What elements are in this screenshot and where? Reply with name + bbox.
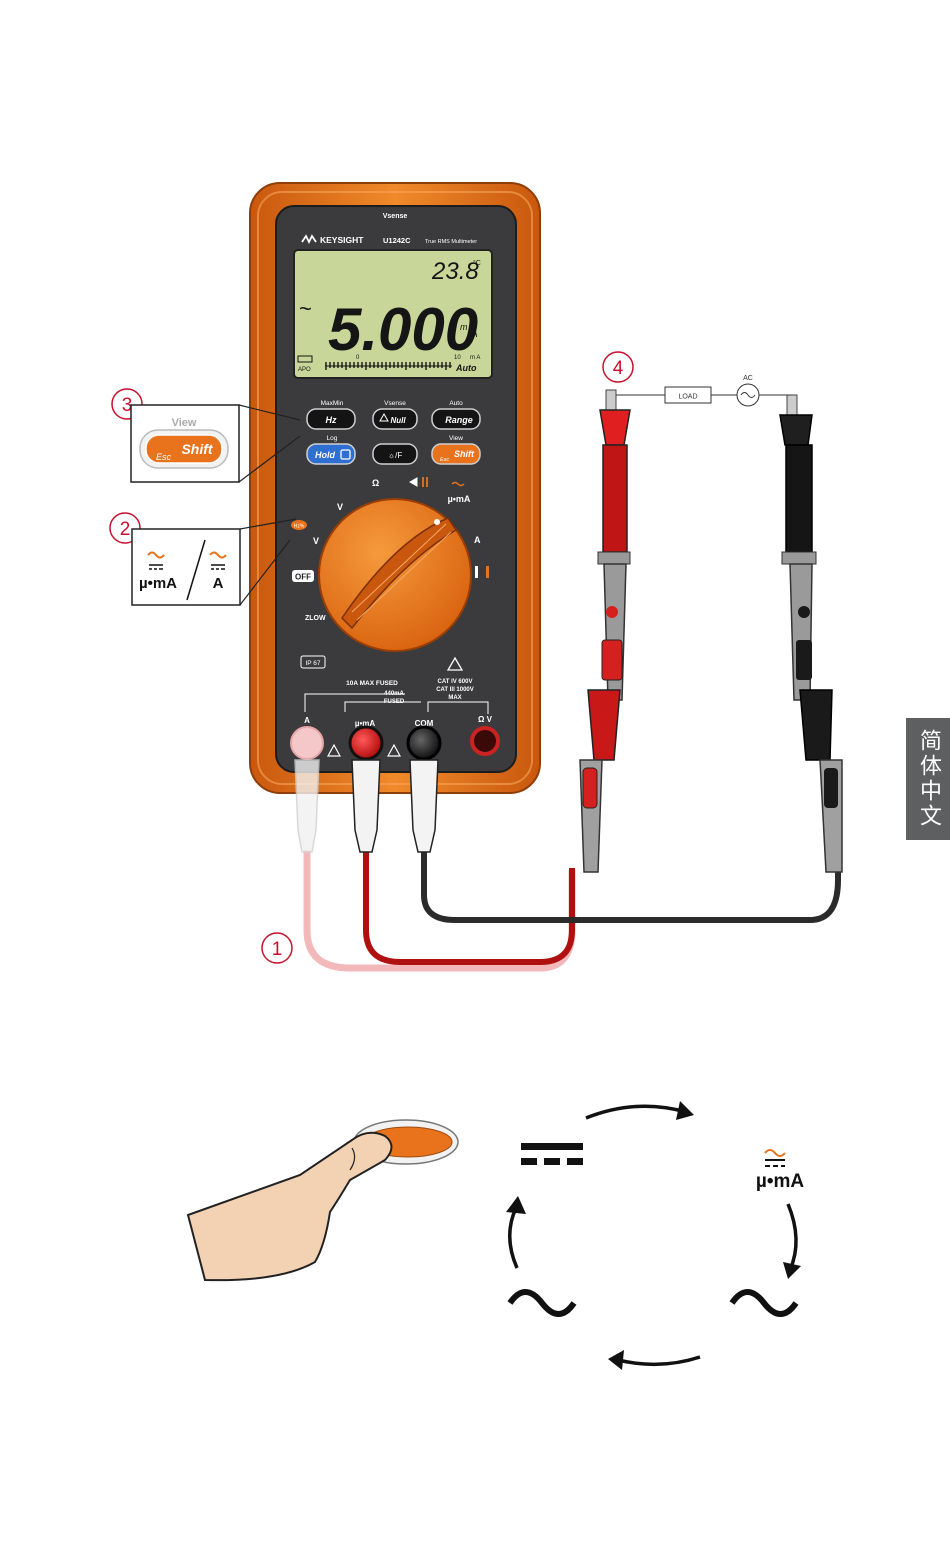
inset2-uma-label: µ•mA (139, 575, 177, 592)
cycle-uma-label: µ•mA (756, 1171, 804, 1192)
shift-esc-label: Esc (440, 457, 449, 463)
test-lead-wires (307, 850, 838, 968)
ac-label: AC (743, 375, 753, 382)
model-subtitle: True RMS Multimeter (425, 239, 477, 245)
mode-cycle-diagram: µ•mA (506, 1101, 804, 1370)
rotary-switch[interactable] (319, 499, 471, 651)
lcd-bar-end: 10 (454, 355, 461, 361)
load-circuit: LOAD AC (616, 375, 792, 406)
dial-pointer (434, 519, 440, 525)
com-jack-black[interactable] (408, 727, 440, 759)
callout-1-number: 1 (272, 939, 283, 960)
hz-pct-label: Hz% (294, 524, 305, 530)
terminal-ohmv-label: Ω V (478, 715, 493, 724)
language-tab-label: 简体中文 (912, 729, 944, 829)
callout-1: 1 (262, 933, 292, 963)
brand-name: KEYSIGHT (320, 235, 364, 245)
range-button-label: Range (445, 415, 473, 425)
inset2-a-label: A (213, 575, 224, 592)
lcd-apo: APO (298, 367, 311, 373)
vsense-top-label: Vsense (383, 213, 408, 220)
cycle-arrow-right (788, 1204, 796, 1270)
null-button[interactable]: Null (373, 409, 417, 429)
auto-label: Auto (449, 400, 463, 407)
shift-button[interactable]: Esc Shift (432, 444, 480, 464)
terminal-a-label: A (304, 716, 310, 725)
dial-mv-label: V (337, 502, 343, 512)
fused-10a-label: 10A MAX FUSED (346, 680, 398, 687)
cycle-arrow-left (510, 1208, 517, 1268)
range-button[interactable]: Range (432, 409, 480, 429)
lcd-sub-unit: °C (473, 259, 481, 267)
inset3-shift-label: Shift (181, 441, 213, 457)
multimeter: Vsense KEYSIGHT U1242C True RMS Multimet… (250, 183, 540, 793)
red-probe (580, 390, 630, 872)
shift-button-label: Shift (454, 449, 475, 459)
cat-iv-label: CAT IV 600V (438, 679, 473, 685)
maxmin-label: MaxMin (321, 400, 344, 407)
dial-off-label: OFF (295, 573, 311, 582)
cycle-arrow-bottom (618, 1357, 700, 1364)
language-tab[interactable]: 简体中文 (906, 718, 950, 840)
backlight-button[interactable]: ☼/F (373, 444, 417, 464)
dc-symbol (521, 1143, 583, 1165)
lcd-ac-symbol: ~ (299, 296, 312, 321)
a-jack-faded[interactable] (291, 727, 323, 759)
black-probe (780, 395, 842, 872)
uma-jack-red[interactable] (350, 727, 382, 759)
test-lead-plugs (295, 760, 438, 852)
callout-4: 4 (603, 352, 633, 382)
ohmv-jack[interactable] (472, 728, 498, 754)
load-label: LOAD (678, 394, 697, 401)
lcd-display: 23.8 °C ~ 5.000 m A 0 10 m A APO Auto (294, 250, 492, 378)
pointing-hand (188, 1133, 392, 1280)
lcd-unit-prefix: m (460, 322, 468, 332)
dial-ohm-label: Ω (372, 478, 379, 488)
ac-symbol-right (732, 1292, 796, 1314)
max-label: MAX (448, 695, 461, 701)
callout-2-number: 2 (120, 519, 131, 540)
log-label: Log (327, 435, 338, 442)
lcd-unit: A (470, 329, 478, 340)
dial-uma-label: µ•mA (448, 494, 471, 504)
null-button-label: Null (390, 416, 406, 425)
hz-button[interactable]: Hz (307, 409, 355, 429)
dial-v-label: V (313, 536, 319, 546)
dial-zlow-label: ZLOW (305, 615, 326, 622)
off-badge: OFF (292, 570, 314, 582)
ac-symbol-left (510, 1292, 574, 1314)
backlight-button-label: ☼/F (388, 451, 403, 460)
ip67-label: IP 67 (305, 660, 320, 667)
view-label: View (449, 435, 463, 442)
hz-button-label: Hz (326, 415, 337, 425)
cat-iii-label: CAT III 1000V (436, 687, 474, 693)
lcd-main-reading: 5.000 (328, 296, 478, 363)
acdc-uma-symbol: µ•mA (756, 1150, 804, 1192)
hold-button[interactable]: Hold (307, 444, 355, 464)
inset3-view-label: View (172, 417, 197, 429)
hold-button-label: Hold (315, 450, 335, 460)
model-name: U1242C (383, 236, 411, 245)
callout-4-number: 4 (613, 358, 624, 379)
dial-a-label: A (474, 535, 481, 545)
vsense-label: Vsense (384, 400, 406, 407)
cycle-arrow-top (586, 1106, 686, 1118)
lcd-range: Auto (455, 363, 477, 373)
finger-press-illustration (188, 1120, 458, 1280)
hz-pct-badge: Hz% (291, 520, 307, 530)
inset3-esc-label: Esc (156, 452, 172, 462)
lcd-bar-unit: m A (470, 355, 480, 361)
